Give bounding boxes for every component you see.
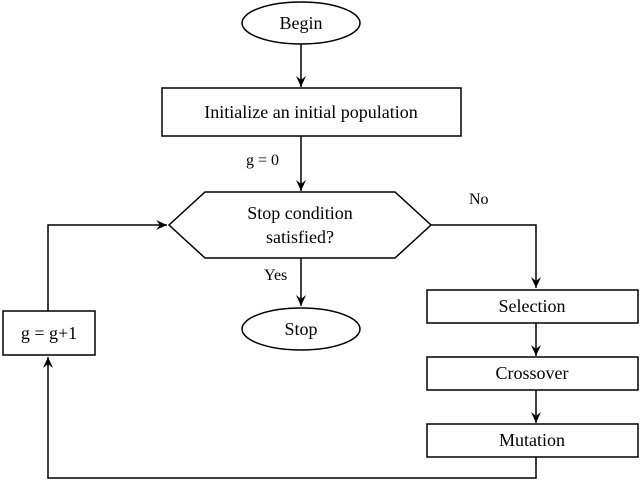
increment-node: g = g+1 [2,310,96,356]
crossover-node: Crossover [426,356,639,391]
stop-label: Stop [284,319,317,339]
stop-condition-node: Stop condition satisfied? [167,191,433,259]
mutation-label: Mutation [499,430,565,450]
begin-node: Begin [241,1,361,45]
condition-label-line1: Stop condition [247,203,353,223]
crossover-label: Crossover [496,363,569,383]
begin-label: Begin [280,13,323,33]
mutation-node: Mutation [426,423,639,458]
edge-mutation-to-increment [43,357,537,479]
initialize-node: Initialize an initial population [161,87,462,137]
initialize-label: Initialize an initial population [204,102,417,122]
init-g-label: g = 0 [246,152,279,169]
yes-label: Yes [264,267,287,284]
condition-label-line2: satisfied? [266,227,334,247]
selection-node: Selection [426,289,639,324]
edge-increment-to-condition [47,220,167,311]
no-label: No [469,191,489,208]
selection-label: Selection [499,296,566,316]
edge-condition-to-selection [431,224,541,288]
increment-label: g = g+1 [21,323,77,343]
stop-node: Stop [241,307,361,351]
